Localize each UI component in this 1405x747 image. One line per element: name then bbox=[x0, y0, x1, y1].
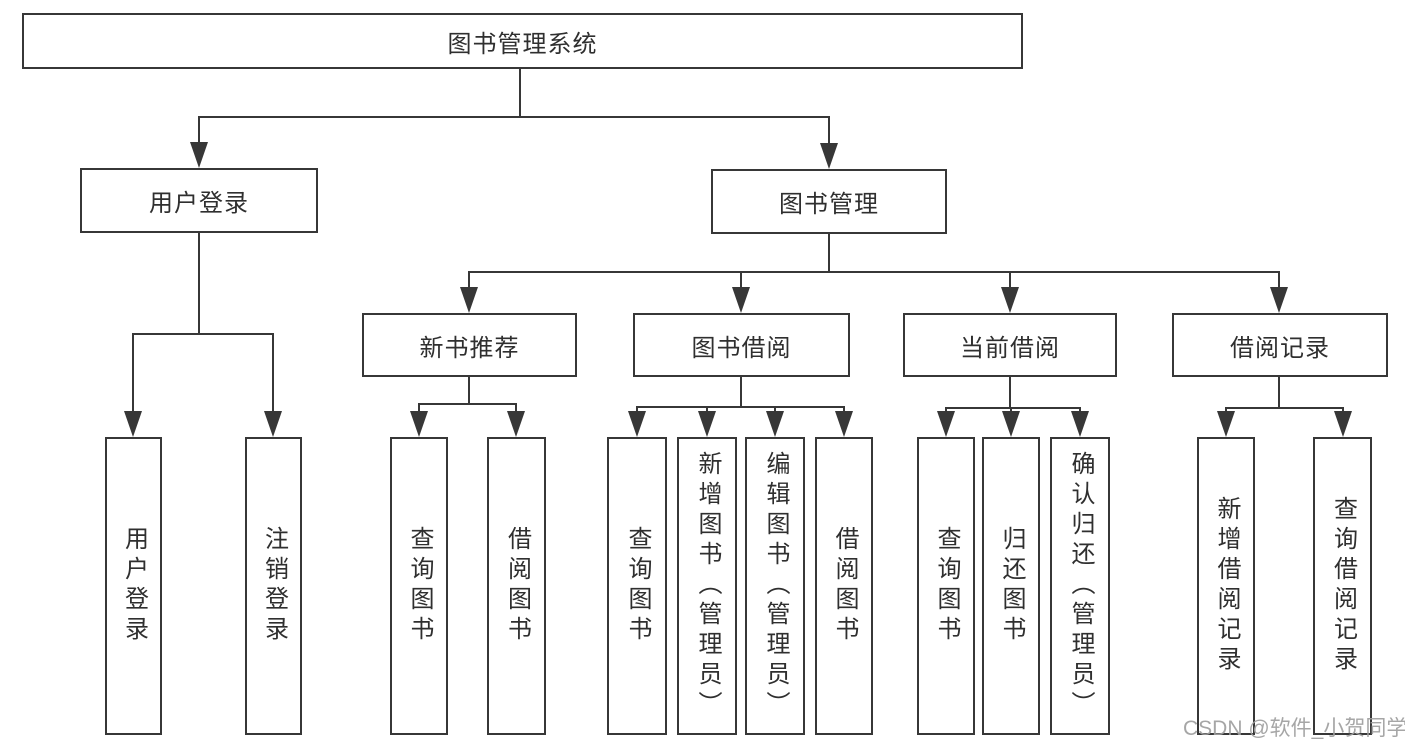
connector-book-mgmt-vline bbox=[828, 234, 830, 273]
arrow-down-icon bbox=[124, 411, 142, 437]
connector-current-borrow-hline bbox=[945, 407, 1081, 409]
node-label: 当前借阅 bbox=[960, 334, 1060, 362]
leaf-return-books: 归还图书 bbox=[982, 437, 1040, 735]
connector-stub bbox=[418, 403, 420, 417]
connector-stub-user-login bbox=[198, 116, 200, 148]
connector-current-borrow-vline bbox=[1009, 377, 1011, 409]
connector-stub-current-borrow bbox=[1009, 271, 1011, 293]
arrow-down-icon bbox=[820, 143, 838, 169]
arrow-down-icon bbox=[410, 411, 428, 437]
arrow-down-icon bbox=[1002, 411, 1020, 437]
leaf-add-borrow-record: 新增借阅记录 bbox=[1197, 437, 1255, 735]
connector-stub-borrow-records bbox=[1278, 271, 1280, 293]
leaf-user-login: 用户登录 bbox=[105, 437, 162, 735]
arrow-down-icon bbox=[698, 411, 716, 437]
leaf-logout: 注销登录 bbox=[245, 437, 302, 735]
node-library-management-system: 图书管理系统 bbox=[22, 13, 1023, 69]
node-current-borrowing: 当前借阅 bbox=[903, 313, 1117, 377]
node-label: 新书推荐 bbox=[419, 334, 520, 362]
node-label: 用户登录 bbox=[149, 190, 249, 217]
arrow-down-icon bbox=[835, 411, 853, 437]
leaf-query-books-borrowing: 查询图书 bbox=[607, 437, 667, 735]
node-label: 图书管理 bbox=[779, 191, 879, 218]
node-label: 查询借阅记录 bbox=[1329, 496, 1357, 676]
arrow-down-icon bbox=[1217, 411, 1235, 437]
node-label: 编辑图书（管理员） bbox=[762, 451, 789, 721]
leaf-add-book-admin: 新增图书（管理员） bbox=[677, 437, 737, 735]
arrow-down-icon bbox=[460, 287, 478, 313]
node-label: 借阅记录 bbox=[1230, 334, 1330, 362]
connector-stub-leaf-logout bbox=[272, 333, 274, 415]
arrow-down-icon bbox=[937, 411, 955, 437]
node-label: 新增图书（管理员） bbox=[694, 451, 721, 721]
arrow-down-icon bbox=[1270, 287, 1288, 313]
arrow-down-icon bbox=[628, 411, 646, 437]
node-label: 图书借阅 bbox=[691, 334, 792, 362]
node-label: 图书管理系统 bbox=[447, 30, 598, 58]
node-user-login: 用户登录 bbox=[80, 168, 318, 233]
arrow-down-icon bbox=[1334, 411, 1352, 437]
connector-book-borrow-hline bbox=[636, 406, 845, 408]
node-label: 新增借阅记录 bbox=[1213, 496, 1240, 676]
node-label: 查询图书 bbox=[624, 526, 651, 646]
node-borrowing-records: 借阅记录 bbox=[1172, 313, 1388, 377]
leaf-query-books-current: 查询图书 bbox=[917, 437, 975, 735]
arrow-down-icon bbox=[766, 411, 784, 437]
leaf-query-books-recommend: 查询图书 bbox=[390, 437, 448, 735]
connector-stub-book-management bbox=[828, 116, 830, 149]
arrow-down-icon bbox=[264, 411, 282, 437]
connector-stub bbox=[515, 403, 517, 417]
arrow-down-icon bbox=[507, 411, 525, 437]
leaf-confirm-return-admin: 确认归还（管理员） bbox=[1050, 437, 1110, 735]
node-label: 确认归还（管理员） bbox=[1067, 451, 1094, 721]
node-label: 查询图书 bbox=[933, 526, 960, 646]
leaf-borrow-books-recommend: 借阅图书 bbox=[487, 437, 546, 735]
node-label: 归还图书 bbox=[998, 526, 1025, 646]
node-label: 用户登录 bbox=[120, 526, 148, 646]
connector-new-book-vline bbox=[468, 377, 470, 405]
arrow-down-icon bbox=[1071, 411, 1089, 437]
arrow-down-icon bbox=[1001, 287, 1019, 313]
leaf-borrow-books: 借阅图书 bbox=[815, 437, 873, 735]
connector-root-hline bbox=[198, 116, 830, 118]
node-label: 借阅图书 bbox=[503, 526, 531, 646]
connector-book-borrow-vline bbox=[740, 377, 742, 408]
connector-stub-new-book bbox=[468, 271, 470, 293]
node-label: 查询图书 bbox=[406, 526, 433, 646]
node-book-management: 图书管理 bbox=[711, 169, 947, 234]
node-book-borrowing: 图书借阅 bbox=[633, 313, 850, 377]
watermark: CSDN @软件_小贺同学 bbox=[1183, 717, 1405, 740]
connector-borrow-records-vline bbox=[1278, 377, 1280, 409]
leaf-query-borrow-record: 查询借阅记录 bbox=[1313, 437, 1372, 735]
connector-user-login-hline bbox=[132, 333, 274, 335]
node-label: 注销登录 bbox=[260, 526, 288, 646]
arrow-down-icon bbox=[190, 142, 208, 168]
node-new-book-recommendation: 新书推荐 bbox=[362, 313, 577, 377]
connector-borrow-records-hline bbox=[1225, 407, 1344, 409]
node-label: 借阅图书 bbox=[831, 526, 858, 646]
connector-new-book-hline bbox=[418, 403, 517, 405]
connector-stub-book-borrow bbox=[740, 271, 742, 293]
arrow-down-icon bbox=[732, 287, 750, 313]
connector-stub-leaf-login bbox=[132, 333, 134, 415]
connector-user-login-vline bbox=[198, 233, 200, 335]
leaf-edit-book-admin: 编辑图书（管理员） bbox=[745, 437, 805, 735]
connector-book-mgmt-hline bbox=[468, 271, 1280, 273]
connector-root-vline bbox=[519, 69, 521, 118]
